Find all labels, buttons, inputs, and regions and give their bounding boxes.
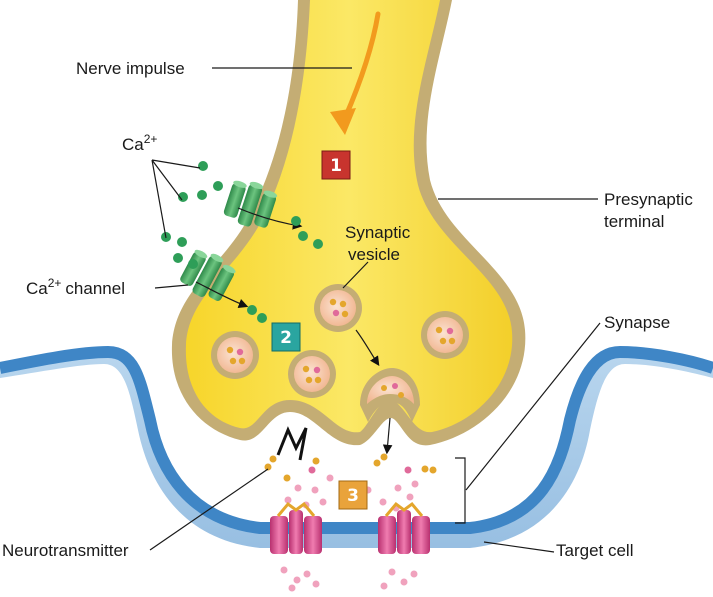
label-synapse: Synapse bbox=[604, 313, 670, 332]
receptor-right bbox=[378, 501, 430, 554]
target-cell bbox=[0, 345, 713, 597]
synapse-bracket bbox=[455, 457, 466, 524]
label-neurotransmitter: Neurotransmitter bbox=[2, 541, 129, 560]
vesicle-move-arrow bbox=[355, 329, 380, 366]
leader-ca-channel bbox=[154, 284, 189, 289]
ca-channel-lower bbox=[180, 249, 236, 301]
ca-channel-upper bbox=[223, 180, 278, 228]
leader-neurotransmitter bbox=[149, 468, 269, 551]
leader-target-cell bbox=[483, 541, 555, 553]
label-ca-channel: Ca2+channel bbox=[26, 276, 125, 298]
leader-synapse bbox=[465, 322, 601, 491]
label-ca: Ca2+ bbox=[122, 132, 157, 154]
watermark-text: 知乎 @鲁超 bbox=[598, 570, 683, 589]
synaptic-vesicles bbox=[211, 284, 469, 422]
svg-text:1: 1 bbox=[330, 156, 342, 176]
label-presynaptic-terminal-line2: terminal bbox=[604, 212, 664, 231]
synaptic-vesicle bbox=[314, 284, 362, 332]
nerve-impulse-arrowhead bbox=[330, 108, 356, 135]
receptor-left bbox=[270, 501, 322, 554]
label-target-cell: Target cell bbox=[556, 541, 633, 560]
synaptic-vesicle bbox=[421, 311, 469, 359]
release-arrow bbox=[382, 417, 393, 455]
label-synaptic-vesicle-line1: Synaptic bbox=[345, 223, 411, 242]
label-synaptic-vesicle-line2: vesicle bbox=[348, 245, 400, 264]
nerve-impulse-arrow bbox=[342, 11, 381, 121]
release-site-icon bbox=[276, 426, 308, 461]
step-badge-2: 2 bbox=[271, 322, 301, 352]
leader-ca bbox=[151, 159, 201, 239]
neurotransmitters bbox=[264, 453, 437, 592]
leader-synaptic-vesicle bbox=[342, 261, 369, 289]
svg-text:3: 3 bbox=[347, 486, 359, 506]
ca-ions bbox=[161, 161, 323, 323]
target-cell-membrane bbox=[0, 345, 713, 534]
synaptic-vesicle bbox=[288, 350, 336, 398]
fusing-vesicle bbox=[360, 368, 420, 422]
label-nerve-impulse: Nerve impulse bbox=[76, 59, 185, 78]
label-presynaptic-terminal-line1: Presynaptic bbox=[604, 190, 693, 209]
step-badge-3: 3 bbox=[338, 480, 368, 510]
synaptic-vesicle bbox=[211, 331, 259, 379]
target-cell-lower-membrane bbox=[0, 364, 713, 597]
step-badge-1: 1 bbox=[321, 150, 351, 180]
ca-influx-arrow-lower bbox=[195, 281, 249, 308]
svg-text:2: 2 bbox=[280, 328, 292, 348]
